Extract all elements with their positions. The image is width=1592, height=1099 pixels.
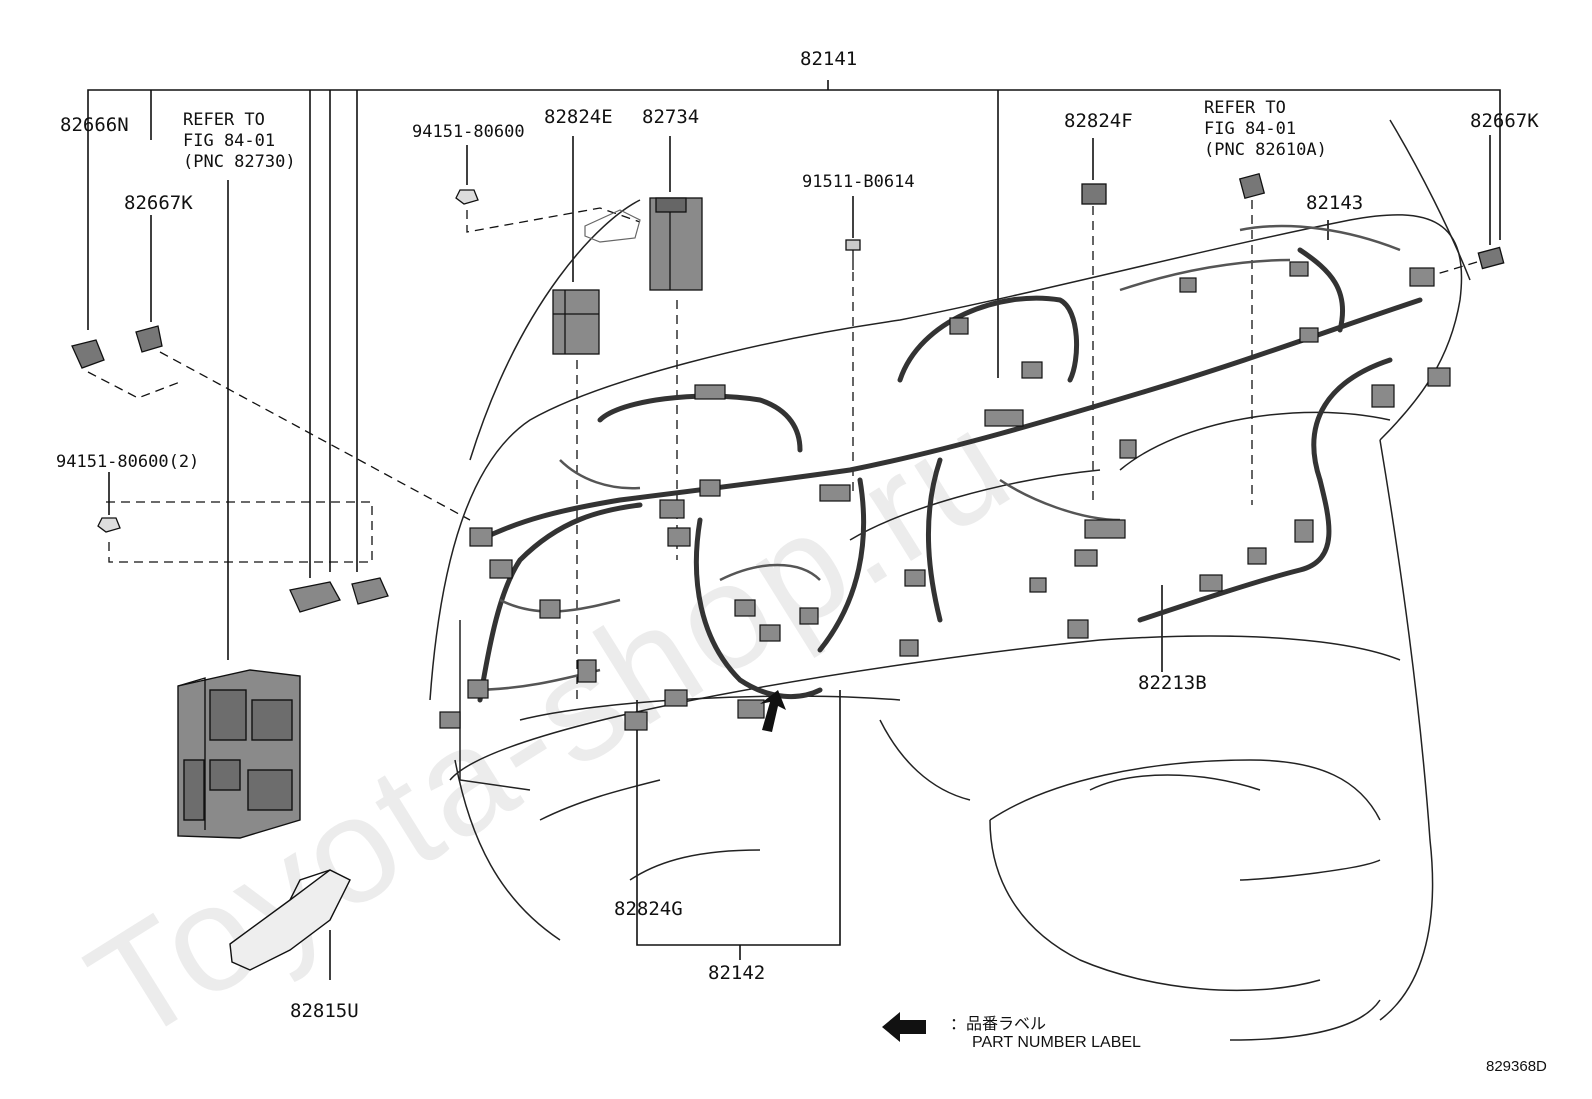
connector-82824g xyxy=(624,711,648,731)
label-82666n: 82666N xyxy=(60,114,129,136)
part-82734-drawing xyxy=(649,197,703,291)
diagram-code: 829368D xyxy=(1486,1058,1547,1075)
label-82824g: 82824G xyxy=(614,898,683,920)
legend-english: PART NUMBER LABEL xyxy=(972,1034,1141,1051)
label-82143: 82143 xyxy=(1306,192,1364,214)
nut-drawings xyxy=(97,189,479,533)
label-82141: 82141 xyxy=(800,48,858,70)
label-94151-80600-2: 94151-80600(2) xyxy=(56,452,200,472)
label-82815u: 82815U xyxy=(290,1000,359,1022)
label-82734: 82734 xyxy=(642,106,700,128)
leader-lines xyxy=(87,80,1501,980)
label-82824e: 82824E xyxy=(544,106,613,128)
refer-82730-line1: REFER TO xyxy=(183,110,265,130)
refer-82730-line2: FIG 84-01 xyxy=(183,131,276,151)
connectors xyxy=(439,261,1451,731)
part-82667k-left-drawing xyxy=(135,325,163,353)
part-82666n-drawing xyxy=(71,339,105,369)
bracket-82141 xyxy=(87,89,1501,240)
label-arrow-on-diagram xyxy=(760,690,786,732)
label-82667k-left: 82667K xyxy=(124,192,193,214)
branch-harness xyxy=(469,224,1401,692)
refer-82610a-line3: (PNC 82610A) xyxy=(1204,140,1327,160)
label-82142: 82142 xyxy=(708,962,766,984)
part-82824f-drawing xyxy=(1081,183,1107,205)
refer-82610a-line1: REFER TO xyxy=(1204,98,1286,118)
refer-82610a-line2: FIG 84-01 xyxy=(1204,119,1297,139)
bracket-82142 xyxy=(636,690,841,946)
legend-japanese: ：品番ラベル xyxy=(950,1016,1047,1033)
part-82815u-drawing xyxy=(229,869,351,971)
part-91511-drawing xyxy=(845,239,861,270)
label-94151-80600: 94151-80600 xyxy=(412,122,525,142)
label-82667k-right: 82667K xyxy=(1470,110,1539,132)
part-bracket-drawings xyxy=(289,577,389,613)
label-82213b: 82213B xyxy=(1138,672,1207,694)
part-relay-box-drawing xyxy=(177,669,301,839)
refer-82730-line3: (PNC 82730) xyxy=(183,152,296,172)
part-82667k-right-drawing xyxy=(1477,246,1505,270)
dashed-lines xyxy=(87,200,1478,700)
legend-arrow-icon xyxy=(882,1012,926,1042)
bracket-sketch xyxy=(584,209,641,243)
part-82824e-drawing xyxy=(552,289,600,355)
main-harness xyxy=(477,247,1423,703)
label-82824f: 82824F xyxy=(1064,110,1133,132)
part-82610a-drawing xyxy=(1238,172,1266,200)
label-91511-b0614: 91511-B0614 xyxy=(802,172,915,192)
